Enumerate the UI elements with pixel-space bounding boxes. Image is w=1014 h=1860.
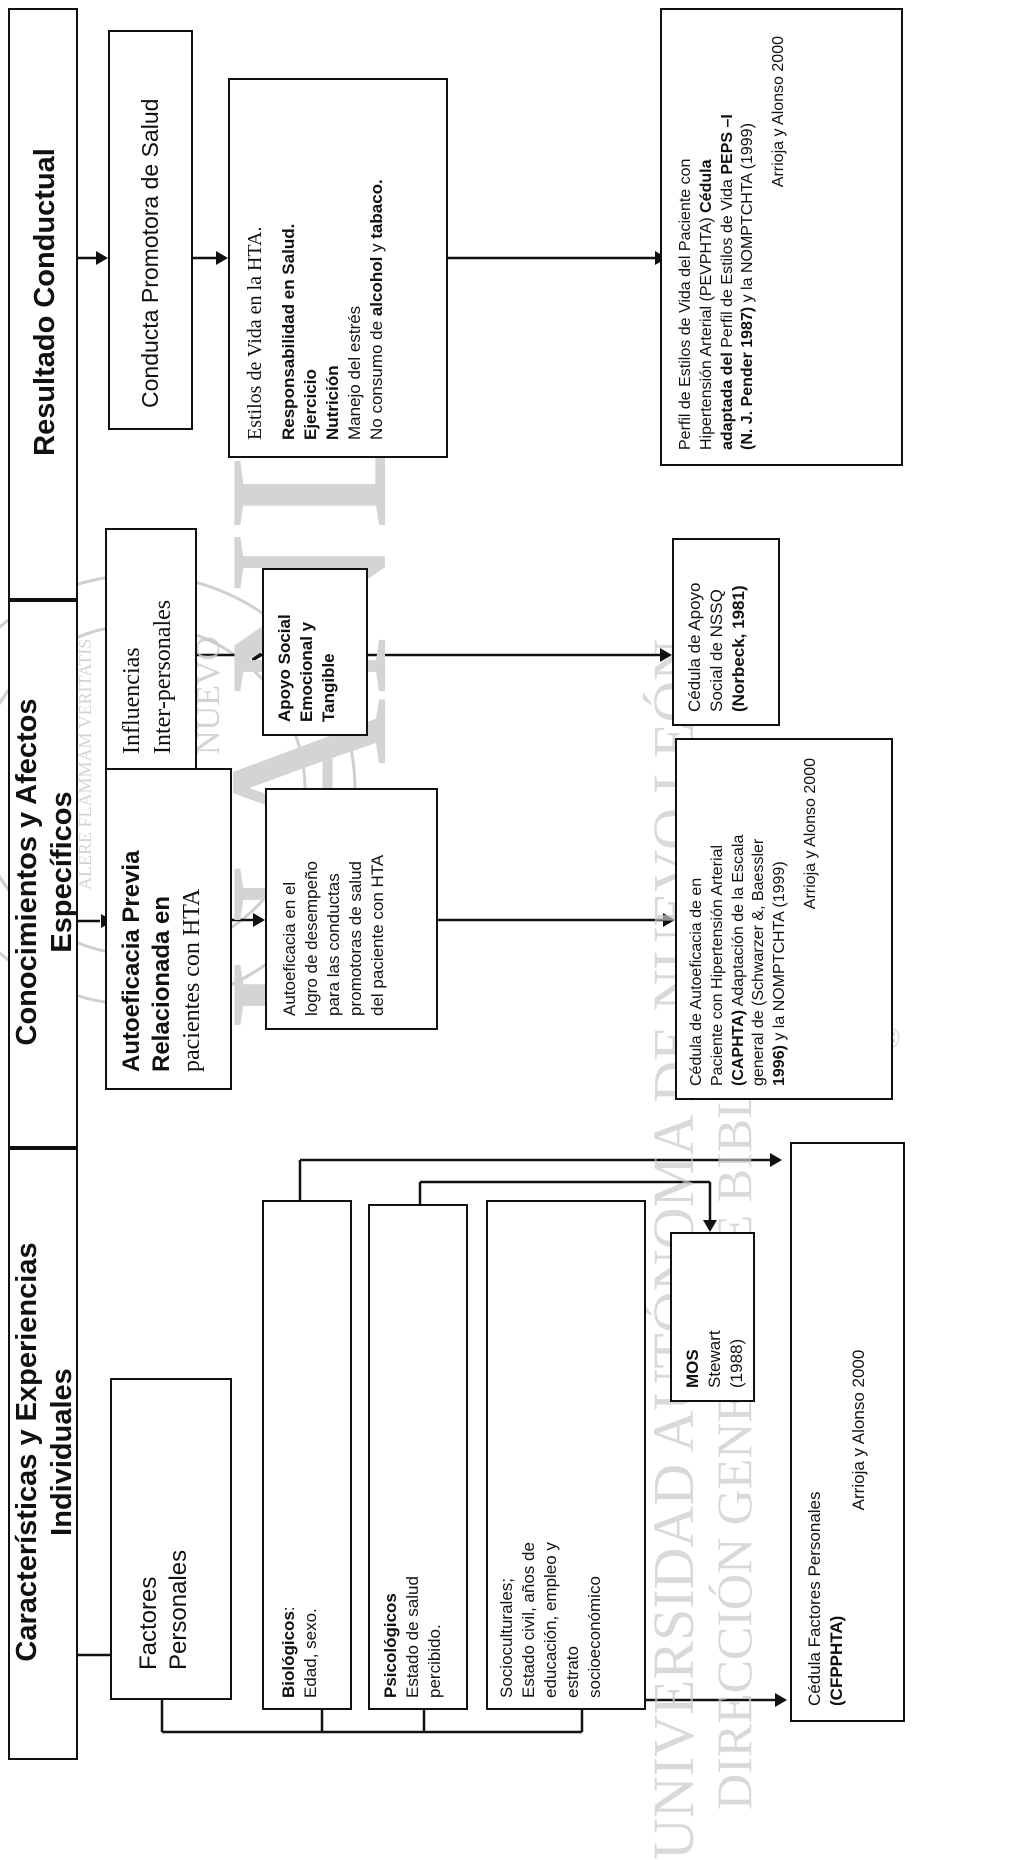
interpersonal-concept-line2: Inter-personales — [150, 599, 177, 754]
interpersonal-variable-line1: Apoyo Social — [275, 614, 294, 722]
self-efficacy-instrument-line2: Paciente con Hipertensión Arterial — [708, 844, 726, 1086]
self-efficacy-instrument-authors: Arrioja y Alonso 2000 — [801, 758, 819, 910]
arrowhead-right — [253, 913, 265, 927]
arrowhead-down — [703, 1220, 717, 1232]
sociocultural-line5: socioeconómico — [585, 1576, 605, 1698]
self-efficacy-variable-line1: Autoeficacia en el — [280, 881, 299, 1016]
sociocultural-line4: estrato — [563, 1646, 583, 1698]
psychological-box: Psicológicos Estado de salud percibido. — [368, 1204, 468, 1710]
self-efficacy-instrument-acronym: (CAPHTA) — [729, 1009, 747, 1086]
header-individual-line1: Características y Experiencias — [11, 1242, 43, 1662]
arrowhead-right — [96, 251, 108, 265]
mos-box: MOS Stewart (1988) — [670, 1232, 755, 1402]
self-efficacy-instrument-line5: y la NOMPTCHTA (1999) — [771, 861, 789, 1046]
sociocultural-line2: Estado civil, años de — [519, 1542, 539, 1698]
header-behavior: Resultado Conductual — [8, 8, 78, 600]
header-knowledge-line1: Conocimientos y Afectos — [11, 698, 43, 1046]
lifestyle-instrument-box: Perfil de Estilos de Vida del Paciente c… — [660, 8, 903, 466]
interpersonal-variable-line2: Emocional y — [297, 621, 317, 722]
self-efficacy-variable-box: Autoeficacia en el logro de desempeño pa… — [265, 788, 438, 1030]
sociocultural-box: Socioculturales; Estado civil, años de e… — [486, 1200, 646, 1710]
lifestyle-instrument-adapted: adaptada del — [718, 352, 736, 450]
psychological-line1: Estado de salud — [403, 1576, 423, 1698]
interpersonal-instrument-line2: Social de NSSQ — [707, 589, 727, 712]
arrowhead-right — [660, 648, 672, 662]
self-efficacy-variable-line3: para las conductas — [324, 873, 344, 1016]
header-knowledge-line2: Específicos — [45, 791, 78, 953]
self-efficacy-instrument-line4: general de (Schwarzer &, Baessler — [750, 838, 768, 1086]
self-efficacy-instrument-line1: Cédula de Autoeficacia de en — [688, 877, 705, 1086]
personal-instrument-line3: Arrioja y Alonso 2000 — [849, 1349, 869, 1511]
interpersonal-concept-box: Influencias Inter-personales — [105, 528, 197, 770]
lifestyle-nutrition: Nutrición — [323, 365, 343, 440]
lifestyle-responsibility: Responsabilidad en Salud. — [279, 223, 298, 440]
self-efficacy-concept-box: Autoeficacia Previa Relacionada en pacie… — [105, 768, 232, 1090]
interpersonal-concept-line1: Influencias — [119, 647, 145, 754]
interpersonal-instrument-line3: (Norbeck, 1981) — [729, 585, 749, 712]
lifestyle-instrument-line1: Perfil de Estilos de Vida del Paciente c… — [677, 158, 694, 450]
biological-text: Edad, sexo. — [301, 1608, 321, 1698]
arrowhead-right — [770, 1153, 782, 1167]
header-individual-line2: Individuales — [45, 1368, 78, 1536]
mos-line1: MOS — [683, 1349, 702, 1388]
arrowhead-right — [663, 913, 675, 927]
biological-box: Biológicos: Edad, sexo. — [262, 1200, 352, 1710]
personal-instrument-box: Cédula Factores Personales (CFPPHTA) Arr… — [790, 1142, 905, 1722]
lifestyle-instrument-line4: y la NOMPTCHTA (1999) — [739, 123, 757, 307]
lifestyle-instrument-peps: PEPS –I — [718, 114, 736, 175]
psychological-line2: percibido. — [425, 1624, 445, 1698]
lifestyle-substance-alcohol: alcohol — [367, 256, 387, 317]
arrowhead-right — [252, 648, 264, 662]
self-efficacy-instrument-year: 1996) — [771, 1045, 789, 1086]
lifestyle-stress: Manejo del estrés — [345, 305, 365, 440]
sociocultural-line1: Socioculturales; — [497, 1577, 516, 1698]
mos-line2: Stewart — [705, 1330, 725, 1388]
lifestyle-instrument-authors: Arrioja y Alonso 2000 — [770, 36, 788, 188]
self-efficacy-variable-line4: promotoras de salud — [346, 861, 366, 1016]
interpersonal-instrument-line1: Cédula de Apoyo — [685, 582, 704, 713]
self-efficacy-concept-line2: Relacionada en — [148, 895, 175, 1072]
lifestyle-instrument-cedula: Cédula — [697, 159, 715, 213]
header-knowledge: Conocimientos y Afectos Específicos — [8, 600, 78, 1148]
behavior-concept-box: Conducta Promotora de Salud — [108, 30, 193, 430]
lifestyle-box: Estilos de Vida en la HTA. Responsabilid… — [228, 78, 448, 458]
lifestyle-substance-c: y — [367, 238, 387, 257]
psychological-label: Psicológicos — [381, 1593, 400, 1698]
self-efficacy-variable-line2: logro de desempeño — [302, 860, 322, 1016]
personal-factors-line1: Factores — [135, 1576, 162, 1670]
lifestyle-substance-tobacco: tabaco. — [367, 179, 387, 239]
header-individual: Características y Experiencias Individua… — [8, 1148, 78, 1760]
lifestyle-title: Estilos de Vida en la HTA. — [244, 226, 266, 440]
arrowhead-right — [775, 1693, 787, 1707]
self-efficacy-concept-line1: Autoeficacia Previa — [118, 850, 145, 1072]
lifestyle-instrument-line3: Perfil de Estilos de Vida — [718, 174, 736, 353]
personal-factors-line2: Personales — [165, 1549, 192, 1670]
self-efficacy-variable-line5: del paciente con HTA — [368, 854, 388, 1016]
arrowhead-right — [216, 251, 228, 265]
lifestyle-substance-a: No consumo de — [367, 316, 387, 440]
biological-label: Biológicos — [279, 1611, 298, 1698]
self-efficacy-concept-line3: pacientes con HTA — [179, 888, 205, 1072]
mos-line3: (1988) — [727, 1338, 747, 1388]
connectors — [78, 256, 775, 1734]
lifestyle-instrument-line2: Hipertensión Arterial (PEVPHTA) — [697, 212, 715, 450]
header-behavior-label: Resultado Conductual — [29, 148, 61, 456]
self-efficacy-instrument-line3: Adaptación de la Escala — [729, 834, 747, 1010]
personal-instrument-line2: (CFPPHTA) — [827, 1615, 847, 1706]
self-efficacy-instrument-box: Cédula de Autoeficacia de en Paciente co… — [675, 738, 893, 1100]
lifestyle-exercise: Ejercicio — [301, 369, 321, 440]
interpersonal-instrument-box: Cédula de Apoyo Social de NSSQ (Norbeck,… — [672, 538, 780, 726]
behavior-concept-label: Conducta Promotora de Salud — [137, 98, 163, 408]
interpersonal-variable-box: Apoyo Social Emocional y Tangible — [262, 568, 368, 736]
personal-factors-box: Factores Personales — [110, 1378, 232, 1700]
personal-instrument-line1: Cédula Factores Personales — [805, 1491, 824, 1706]
interpersonal-variable-line3: Tangible — [319, 653, 339, 722]
lifestyle-instrument-pender: (N. J. Pender 1987) — [739, 306, 757, 450]
sociocultural-line3: educación, empleo y — [541, 1542, 561, 1698]
